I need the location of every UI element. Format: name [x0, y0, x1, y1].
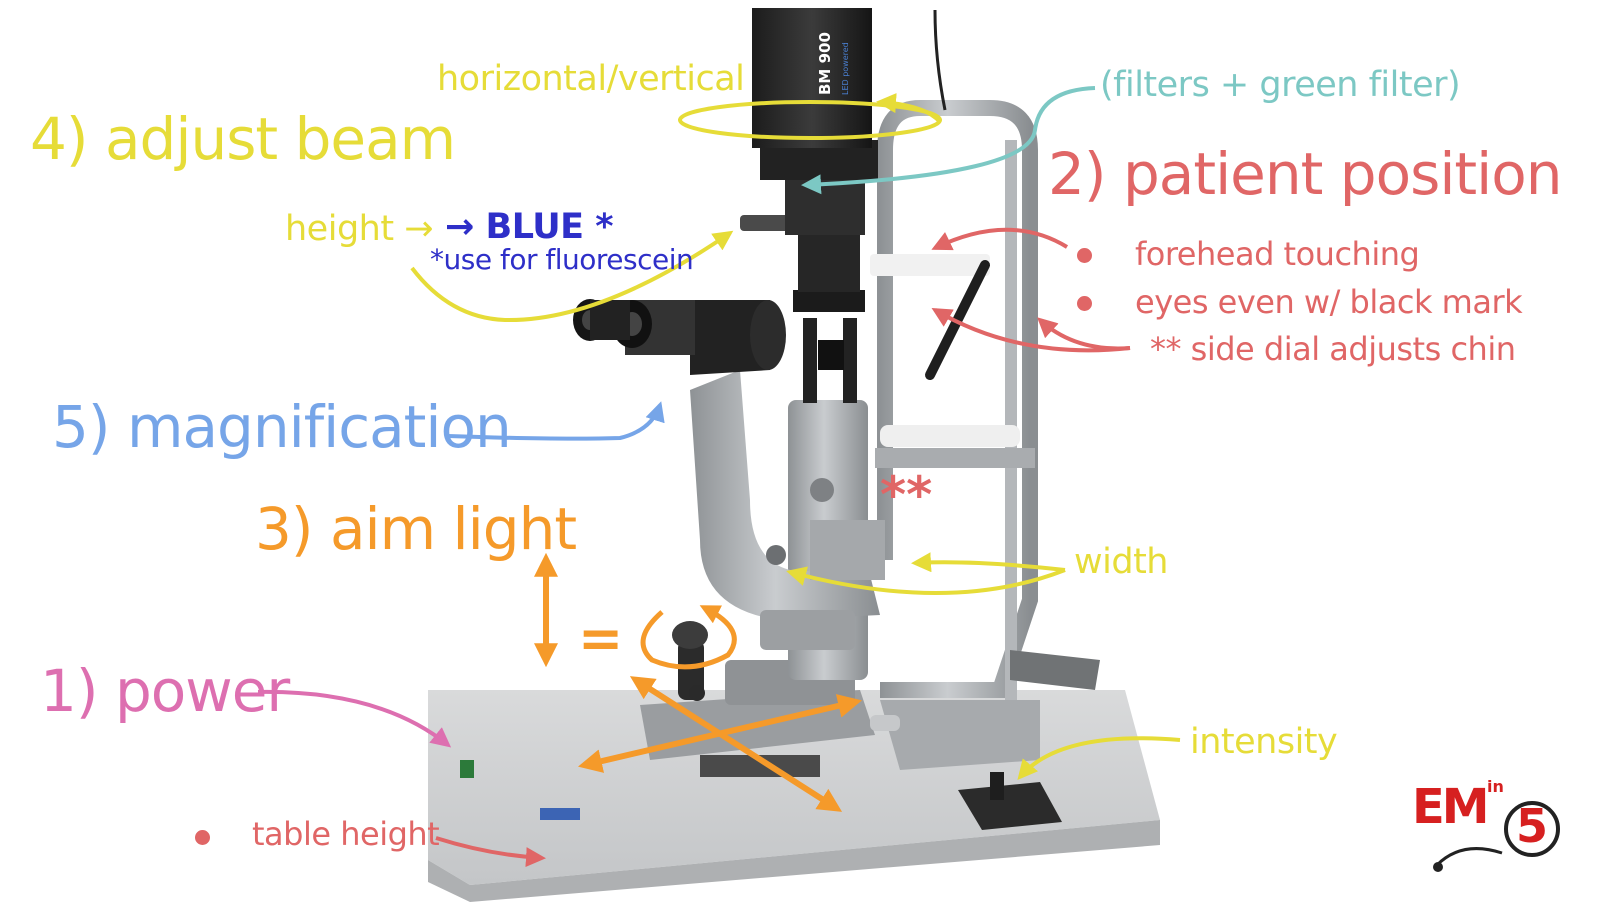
arrow-table-height [435, 836, 546, 868]
annotation-arrows [257, 86, 1181, 868]
arrow-forehead [931, 227, 1069, 251]
label-height: height → [285, 209, 434, 249]
label-magnification: 5) magnification [52, 393, 512, 461]
label-aim-light: 3) aim light [255, 495, 577, 563]
intensity-plate [958, 782, 1062, 830]
label-side-dial: ** side dial adjusts chin [1150, 330, 1516, 368]
microscope-arm [690, 370, 885, 650]
arrow-width-2 [786, 566, 1066, 595]
label-forehead: forehead touching [1135, 235, 1420, 273]
label-horizontal-vertical: horizontal/vertical [437, 59, 745, 99]
label-blue: → BLUE * [445, 207, 614, 247]
label-table-height: table height [252, 815, 440, 853]
lamp-housing: BM 900 LED powered [752, 8, 947, 148]
chin-dial-handle [1010, 650, 1100, 690]
arrow-intensity [1017, 736, 1181, 781]
lamp-brand: BM 900 [816, 32, 834, 95]
arrow-eyes-black-mark [931, 307, 1131, 353]
joystick [672, 621, 708, 701]
arrow-side-dial [1037, 317, 1131, 351]
label-adjust-beam: 4) adjust beam [30, 105, 456, 173]
arrow-power [257, 689, 452, 748]
logo-circle-5 [1504, 801, 1560, 857]
arrow-rotation-joystick [640, 605, 737, 670]
label-filters: (filters + green filter) [1100, 65, 1461, 105]
arrow-diagonal-2 [577, 694, 863, 773]
lamp-sub: LED powered [841, 42, 850, 95]
binocular-eyepieces [573, 299, 786, 375]
intensity-knob [990, 772, 1004, 800]
label-power: 1) power [40, 657, 290, 725]
forehead-rest [870, 254, 990, 276]
power-switch [460, 760, 474, 778]
logo-num: 5 [1516, 799, 1549, 853]
arrow-filters [801, 86, 1096, 195]
table-height-control [540, 808, 580, 820]
bullet-table-height [195, 830, 210, 845]
stethoscope-icon [1433, 847, 1503, 872]
bullet-forehead [1077, 248, 1092, 263]
label-equals: = [578, 607, 624, 670]
arrow-horizontal-vertical [876, 93, 942, 124]
chin-rest [880, 425, 1020, 447]
arrow-magnification [447, 401, 665, 441]
logo-in: in [1487, 777, 1504, 796]
logo-em: EM [1412, 779, 1490, 835]
bullet-eyes-even [1077, 296, 1092, 311]
label-fluorescein: *use for fluorescein [430, 243, 694, 276]
arrow-height [410, 230, 734, 323]
arrow-width-1 [911, 552, 1066, 573]
em-in-5-logo: EM in 5 [1412, 775, 1562, 875]
label-chin-dial-marker: ** [880, 466, 933, 524]
chinrest-frame [870, 100, 1100, 770]
label-patient-position: 2) patient position [1048, 140, 1563, 208]
label-eyes-even: eyes even w/ black mark [1135, 283, 1523, 321]
label-intensity: intensity [1190, 722, 1338, 762]
label-width: width [1074, 542, 1168, 582]
